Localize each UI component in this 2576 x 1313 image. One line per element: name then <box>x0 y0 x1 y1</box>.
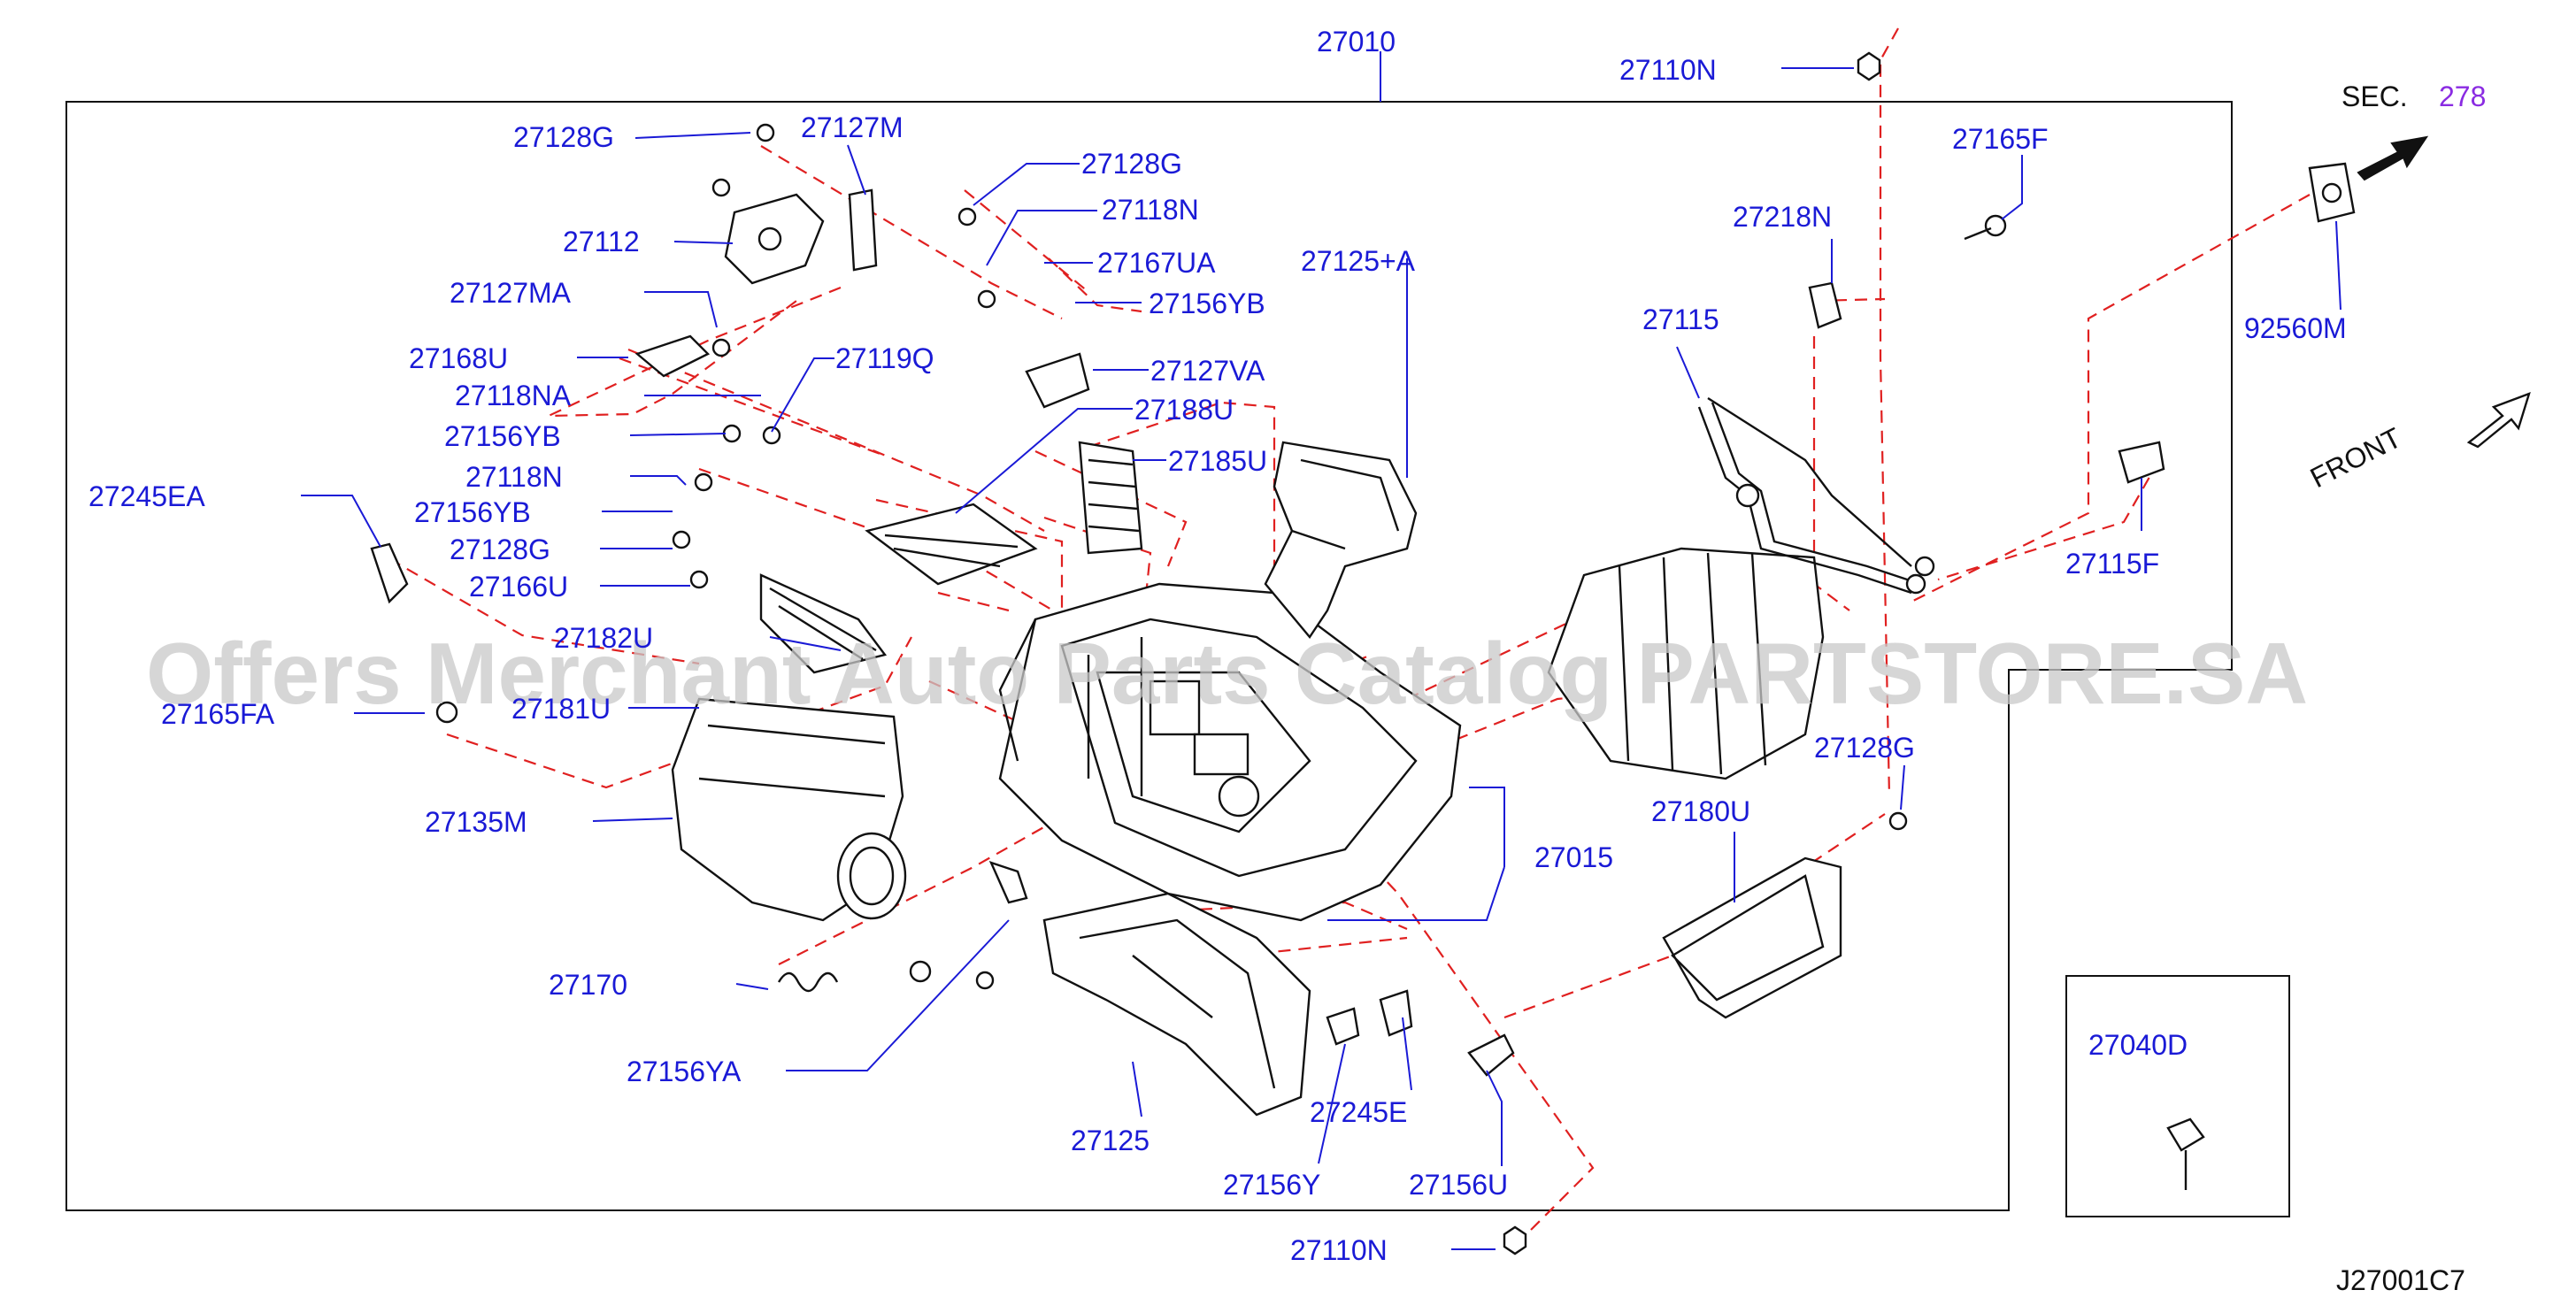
callout-27128g[interactable]: 27128G <box>1814 732 1915 764</box>
front-label: FRONT <box>2305 421 2407 494</box>
callout-27118n[interactable]: 27118N <box>1102 194 1199 226</box>
part-92560m-grommet <box>2308 162 2356 223</box>
section-prefix: SEC. <box>2341 81 2408 112</box>
part-27125a-duct <box>1264 441 1418 640</box>
callout-27115[interactable]: 27115 <box>1642 303 1719 335</box>
part-27125-duct <box>1042 892 1311 1117</box>
callout-27218n[interactable]: 27218N <box>1733 201 1832 233</box>
callout-27188u[interactable]: 27188U <box>1134 394 1234 426</box>
callout-27112[interactable]: 27112 <box>563 226 640 257</box>
callout-92560m[interactable]: 92560M <box>2244 312 2347 344</box>
sec-arrow-icon <box>2357 135 2429 181</box>
part-27188u-filter <box>865 503 1038 586</box>
callout-27125-a[interactable]: 27125+A <box>1301 245 1416 277</box>
callout-27127ma[interactable]: 27127MA <box>450 277 572 309</box>
part-27245ea-clip <box>370 542 409 604</box>
callout-27118na[interactable]: 27118NA <box>455 380 572 411</box>
part-27185u-filter <box>1078 441 1143 555</box>
front-arrow-icon <box>2466 392 2531 449</box>
callout-27156u[interactable]: 27156U <box>1409 1169 1508 1201</box>
part-27170-spring <box>777 971 839 993</box>
part-27015-heater-case <box>998 582 1462 922</box>
callout-27182u[interactable]: 27182U <box>554 622 653 654</box>
part-27127va-bracket <box>1025 352 1090 409</box>
part-27127m-lever <box>848 188 878 272</box>
leader-lines <box>301 51 2341 1250</box>
callout-27110n-top[interactable]: 27110N <box>1619 54 1717 86</box>
callout-27125[interactable]: 27125 <box>1071 1125 1150 1156</box>
callout-labels: 27010 27110N 27128G 27127M 27128G 27118N… <box>88 26 2347 1266</box>
inset-box <box>2065 975 2290 1217</box>
section-link-278[interactable]: 278 <box>2439 81 2486 112</box>
part-27182u-filter <box>759 573 888 674</box>
callout-27156yb[interactable]: 27156YB <box>1149 288 1265 319</box>
callout-27170[interactable]: 27170 <box>549 969 627 1001</box>
callout-27115f[interactable]: 27115F <box>2065 548 2159 580</box>
callout-27119q[interactable]: 27119Q <box>835 342 934 374</box>
callout-27118n[interactable]: 27118N <box>465 461 563 493</box>
assembly-frame <box>65 101 2233 1211</box>
callout-27180u[interactable]: 27180U <box>1651 795 1750 827</box>
callout-27245ea[interactable]: 27245EA <box>88 480 205 512</box>
callout-27181u[interactable]: 27181U <box>511 693 611 725</box>
diagram-code: J27001C7 <box>2336 1264 2465 1296</box>
part-27218n-clip <box>1808 281 1842 329</box>
callout-27245e[interactable]: 27245E <box>1310 1096 1407 1128</box>
part-27135m-blower <box>671 697 907 922</box>
part-27180u-filter <box>1662 856 1842 1019</box>
part-27112-link-plate <box>724 193 825 285</box>
callout-27128g[interactable]: 27128G <box>450 534 550 565</box>
callout-27166u[interactable]: 27166U <box>469 571 568 603</box>
callout-27135m[interactable]: 27135M <box>425 806 527 838</box>
part-27168u-lever <box>634 334 711 378</box>
callout-27165fa[interactable]: 27165FA <box>161 698 275 730</box>
callout-27128g[interactable]: 27128G <box>1081 148 1182 180</box>
fasteners <box>435 51 2205 1255</box>
callout-27040d[interactable]: 27040D <box>2088 1029 2188 1061</box>
part-27115-evaporator <box>1547 396 1935 780</box>
callout-27010[interactable]: 27010 <box>1317 26 1396 58</box>
callout-27156y[interactable]: 27156Y <box>1223 1169 1320 1201</box>
watermark-text: Offers Merchant Auto Parts Catalog PARTS… <box>146 625 2308 722</box>
callout-27156ya[interactable]: 27156YA <box>627 1056 742 1087</box>
callout-27185u[interactable]: 27185U <box>1168 445 1267 477</box>
callout-27015[interactable]: 27015 <box>1534 841 1613 873</box>
callout-27168u[interactable]: 27168U <box>409 342 508 374</box>
callout-27167ua[interactable]: 27167UA <box>1097 247 1216 279</box>
callout-27165f[interactable]: 27165F <box>1952 123 2049 155</box>
callout-27156yb[interactable]: 27156YB <box>414 496 531 528</box>
part-27115f-clamp <box>2118 441 2165 484</box>
callout-27128g[interactable]: 27128G <box>513 121 614 153</box>
callout-27127va[interactable]: 27127VA <box>1150 355 1265 387</box>
callout-27156yb[interactable]: 27156YB <box>444 420 561 452</box>
callout-27110n-bottom[interactable]: 27110N <box>1290 1234 1388 1266</box>
callout-27127m[interactable]: 27127M <box>801 111 904 143</box>
